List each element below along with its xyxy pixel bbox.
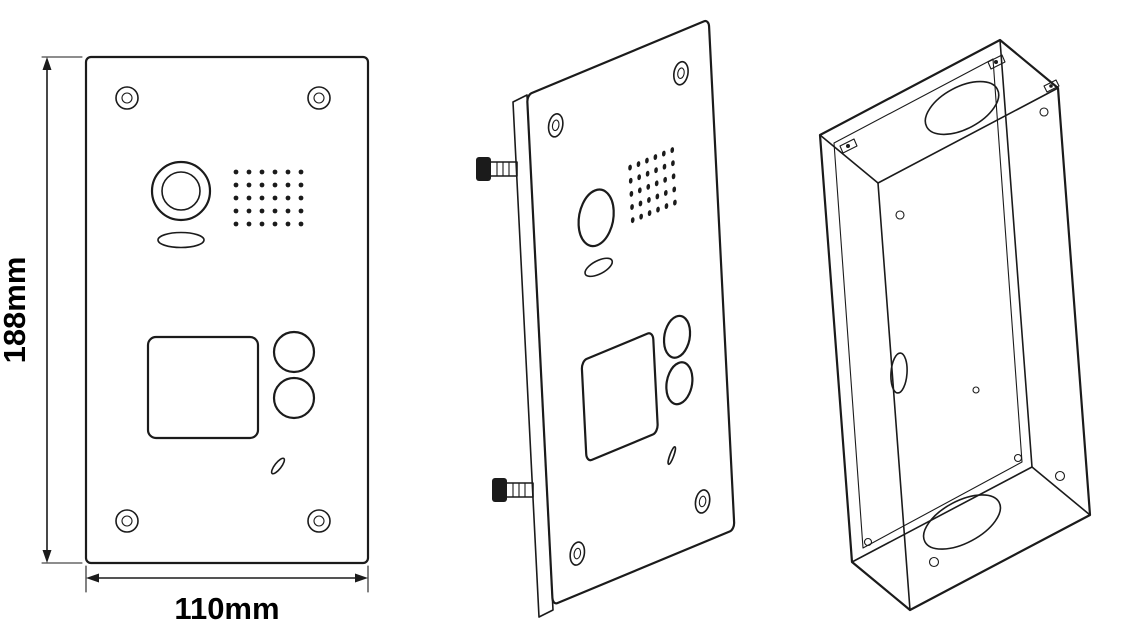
- height-label: 188mm: [0, 257, 32, 364]
- corner-screw: [307, 86, 331, 110]
- corner-screw: [570, 540, 585, 568]
- arrowhead-right: [355, 573, 368, 583]
- screw-hole: [895, 210, 905, 220]
- back-box-view: [818, 38, 1092, 612]
- rim-screw-hole: [863, 537, 873, 547]
- box-silhouette: [818, 38, 1092, 612]
- fixing-tab: [839, 138, 858, 154]
- corner-screw: [115, 509, 139, 533]
- panel-face: [527, 19, 734, 605]
- front-rim-inner-edge: [833, 58, 1023, 549]
- camera-lens: [577, 183, 615, 252]
- fixing-tab: [987, 54, 1006, 70]
- mounting-bolt: [476, 157, 517, 181]
- screw-hole: [1054, 470, 1066, 482]
- panel-outline: [527, 19, 734, 605]
- call-button-1: [272, 330, 316, 374]
- call-button-1: [663, 311, 691, 362]
- arrowhead-left: [86, 573, 99, 583]
- microphone-hole: [667, 446, 677, 466]
- isometric-view: [476, 19, 734, 617]
- sensor-slot: [157, 231, 205, 249]
- corner-screw: [115, 86, 139, 110]
- fixing-tab: [1043, 79, 1060, 93]
- corner-screw: [307, 509, 331, 533]
- sensor-slot: [585, 255, 613, 280]
- front-view: [84, 55, 370, 565]
- bottom-cable-hole: [922, 494, 1002, 550]
- screw-hole: [1039, 107, 1049, 117]
- corner-screw: [673, 59, 688, 87]
- screw-hole: [972, 386, 980, 394]
- screw-hole: [928, 556, 940, 568]
- name-plate-window: [146, 335, 260, 440]
- corner-screw: [695, 487, 710, 515]
- side-cable-hole: [890, 352, 908, 394]
- call-button-2: [272, 376, 316, 420]
- arrowhead-down: [42, 550, 52, 563]
- top-cable-hole: [924, 80, 1000, 136]
- mounting-bolt: [492, 478, 533, 502]
- microphone-hole: [270, 457, 286, 475]
- call-button-2: [665, 358, 693, 409]
- speaker-grille: [628, 147, 677, 224]
- height-dimension: 188mm: [0, 56, 83, 564]
- panel-outline: [84, 55, 370, 565]
- corner-screw: [548, 111, 563, 139]
- rim-screw-hole: [1013, 453, 1023, 463]
- speaker-grille: [233, 169, 304, 227]
- width-label: 110mm: [174, 591, 279, 626]
- width-dimension: 110mm: [85, 565, 369, 626]
- name-plate-window: [582, 331, 658, 462]
- arrowhead-up: [42, 57, 52, 70]
- camera-lens: [150, 160, 212, 222]
